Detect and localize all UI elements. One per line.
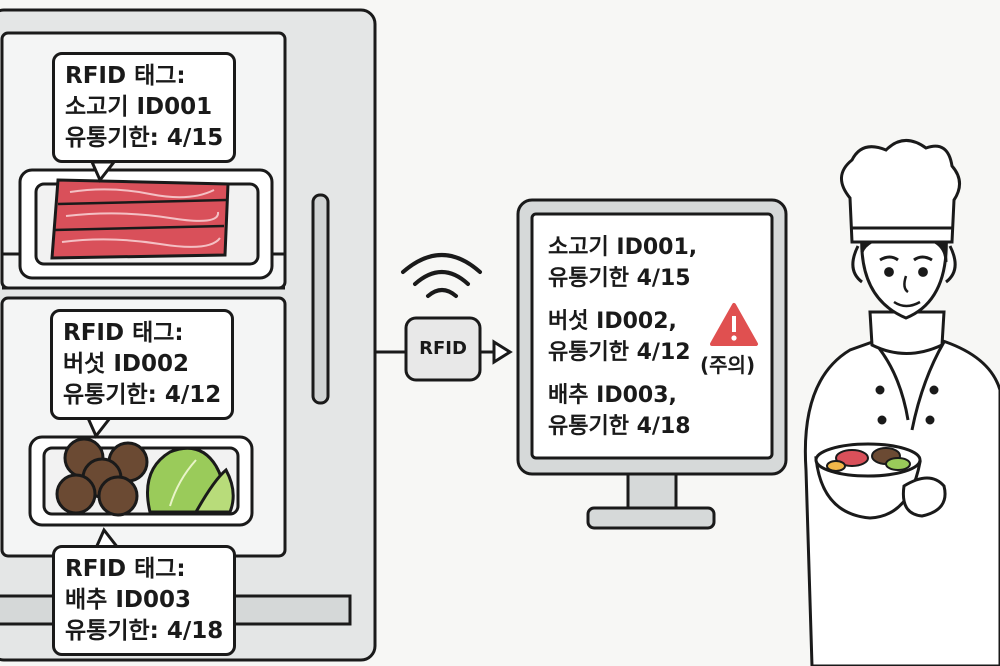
- arrow-icon: [492, 339, 513, 365]
- entry-item: 소고기 ID001,: [548, 235, 698, 260]
- monitor-inventory-list: 소고기 ID001, 유통기한 4/15 버섯 ID002, 유통기한 4/12…: [548, 232, 778, 454]
- entry-expiry: 유통기한 4/15: [548, 266, 691, 291]
- vegetable-tray: [28, 435, 254, 527]
- entry-expiry: 유통기한 4/18: [548, 414, 691, 439]
- tag-expiry: 유통기한: 4/15: [65, 125, 224, 151]
- meat-tray: [18, 168, 274, 280]
- rfid-tag-cabbage: RFID 태그: 배추 ID003 유통기한: 4/18: [52, 545, 237, 656]
- tag-header: RFID 태그:: [65, 63, 186, 89]
- warning-label: (주의): [700, 353, 756, 377]
- food-bowl: [814, 442, 947, 520]
- warning-icon: [710, 303, 758, 346]
- list-item: 소고기 ID001, 유통기한 4/15: [548, 232, 778, 294]
- fridge-handle: [311, 193, 330, 405]
- tag-item: 소고기 ID001: [65, 94, 213, 120]
- list-item: 버섯 ID002, 유통기한 4/12: [548, 306, 778, 368]
- mushrooms: [55, 437, 149, 517]
- tag-item: 버섯 ID002: [63, 351, 189, 377]
- rfid-tag-meat: RFID 태그: 소고기 ID001 유통기한: 4/15: [52, 52, 237, 163]
- entry-item: 배추 ID003,: [548, 383, 677, 408]
- rfid-reader: [404, 316, 482, 382]
- tag-header: RFID 태그:: [63, 320, 184, 346]
- chef: [803, 139, 1000, 666]
- entry-item: 버섯 ID002,: [548, 309, 677, 334]
- rfid-reader-label: RFID: [419, 338, 467, 359]
- rfid-tag-mushroom: RFID 태그: 버섯 ID002 유통기한: 4/12: [50, 309, 235, 420]
- list-item: 배추 ID003, 유통기한 4/18: [548, 380, 778, 442]
- tag-item: 배추 ID003: [65, 587, 191, 613]
- tag-expiry: 유통기한: 4/18: [65, 618, 224, 644]
- wifi-signal-icon: [401, 253, 482, 298]
- tag-expiry: 유통기한: 4/12: [63, 382, 222, 408]
- cabbage: [146, 446, 235, 514]
- monitor: [516, 198, 788, 530]
- tag-header: RFID 태그:: [65, 556, 186, 582]
- entry-expiry: 유통기한 4/12: [548, 340, 691, 365]
